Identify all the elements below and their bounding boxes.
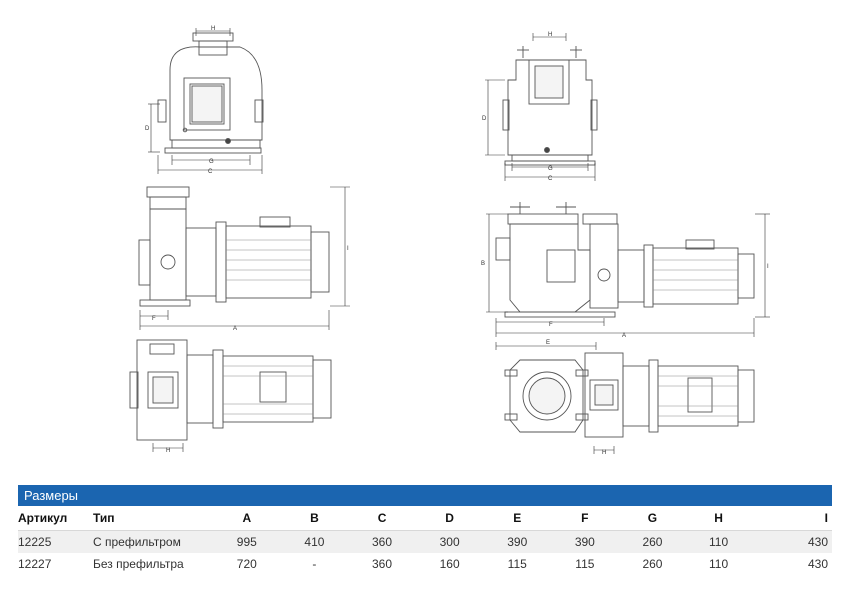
header-b: B bbox=[280, 506, 349, 531]
side-view-no-prefilter-dims bbox=[139, 186, 350, 330]
dim-label-h: H bbox=[166, 448, 170, 454]
dim-label-g: G bbox=[548, 166, 553, 172]
dim-label-g: G bbox=[209, 159, 214, 165]
cell-d: 300 bbox=[415, 530, 484, 553]
cell-i: 430 bbox=[750, 530, 832, 553]
dim-label-a: A bbox=[233, 326, 237, 332]
cell-f: 390 bbox=[551, 530, 619, 553]
side-view-with-prefilter-dims bbox=[486, 213, 770, 337]
side-view-no-prefilter bbox=[138, 186, 330, 307]
top-view-with-prefilter-dims bbox=[495, 342, 615, 454]
cell-b: 410 bbox=[280, 530, 349, 553]
dim-label-f: F bbox=[549, 322, 553, 328]
cell-a: 720 bbox=[236, 557, 257, 571]
dim-label-a: A bbox=[622, 333, 626, 339]
header-i: I bbox=[750, 506, 832, 531]
header-d: D bbox=[415, 506, 484, 531]
header-h: H bbox=[686, 506, 751, 531]
cell-article: 12227 bbox=[18, 557, 52, 571]
cell-e: 390 bbox=[483, 530, 552, 553]
dimension-letters: H D G C H D G C I F A B I F A H E H bbox=[145, 26, 769, 456]
dim-label-f: F bbox=[152, 316, 156, 322]
dimensions-table: Артикул Тип A B C D E F G H I 12225 С пр… bbox=[18, 506, 832, 575]
cell-type: С префильтром bbox=[93, 530, 213, 553]
dim-label-h: H bbox=[211, 26, 215, 32]
header-a: A bbox=[213, 506, 281, 531]
header-e: E bbox=[483, 506, 552, 531]
dim-label-h: H bbox=[548, 32, 552, 38]
header-type: Тип bbox=[93, 506, 213, 531]
cell-c: 360 bbox=[348, 530, 416, 553]
cell-a: 995 bbox=[213, 530, 281, 553]
cell-g: 260 bbox=[642, 557, 663, 571]
dim-label-c: C bbox=[208, 169, 213, 175]
front-view-no-prefilter bbox=[157, 32, 264, 154]
header-f: F bbox=[551, 506, 619, 531]
side-view-with-prefilter bbox=[495, 202, 755, 318]
header-g: G bbox=[618, 506, 687, 531]
header-c: C bbox=[348, 506, 416, 531]
dim-label-c: C bbox=[548, 176, 553, 182]
cell-f: 115 bbox=[575, 557, 595, 571]
dim-label-b: B bbox=[481, 261, 485, 267]
cell-type: Без префильтра bbox=[93, 557, 184, 571]
front-view-no-prefilter-dims bbox=[148, 28, 263, 174]
header-article: Артикул bbox=[18, 506, 93, 531]
top-view-with-prefilter bbox=[504, 352, 755, 438]
cell-d: 160 bbox=[439, 557, 460, 571]
table-title: Размеры bbox=[18, 485, 832, 506]
cell-h: 110 bbox=[686, 530, 751, 553]
dim-label-d: D bbox=[482, 116, 487, 122]
top-view-no-prefilter-dims bbox=[152, 443, 184, 452]
cell-article: 12225 bbox=[18, 530, 93, 553]
cell-c: 360 bbox=[372, 557, 393, 571]
cell-g: 260 bbox=[618, 530, 687, 553]
cell-e: 115 bbox=[507, 557, 527, 571]
cell-i: 430 bbox=[807, 557, 828, 571]
table-row: 12227 Без префильтра 720 - 360 160 115 1… bbox=[18, 553, 832, 575]
dimensions-table-section: Размеры Артикул Тип A B C D E F G H I 12… bbox=[18, 485, 832, 575]
dim-label-i: I bbox=[767, 264, 769, 270]
cell-h: 110 bbox=[708, 557, 729, 571]
table-header-row: Артикул Тип A B C D E F G H I bbox=[18, 506, 832, 531]
dim-label-i: I bbox=[347, 246, 349, 252]
front-view-with-prefilter-dims bbox=[485, 33, 596, 181]
dim-label-h: H bbox=[602, 450, 606, 456]
dim-label-d: D bbox=[145, 126, 150, 132]
table-row: 12225 С префильтром 995 410 360 300 390 … bbox=[18, 530, 832, 553]
cell-b: - bbox=[312, 557, 317, 571]
top-view-no-prefilter bbox=[129, 339, 332, 441]
pump-dimension-drawings: H D G C H D G C I F A B I F A H E H bbox=[129, 26, 770, 456]
front-view-with-prefilter bbox=[502, 46, 598, 166]
dim-label-e: E bbox=[546, 340, 550, 346]
